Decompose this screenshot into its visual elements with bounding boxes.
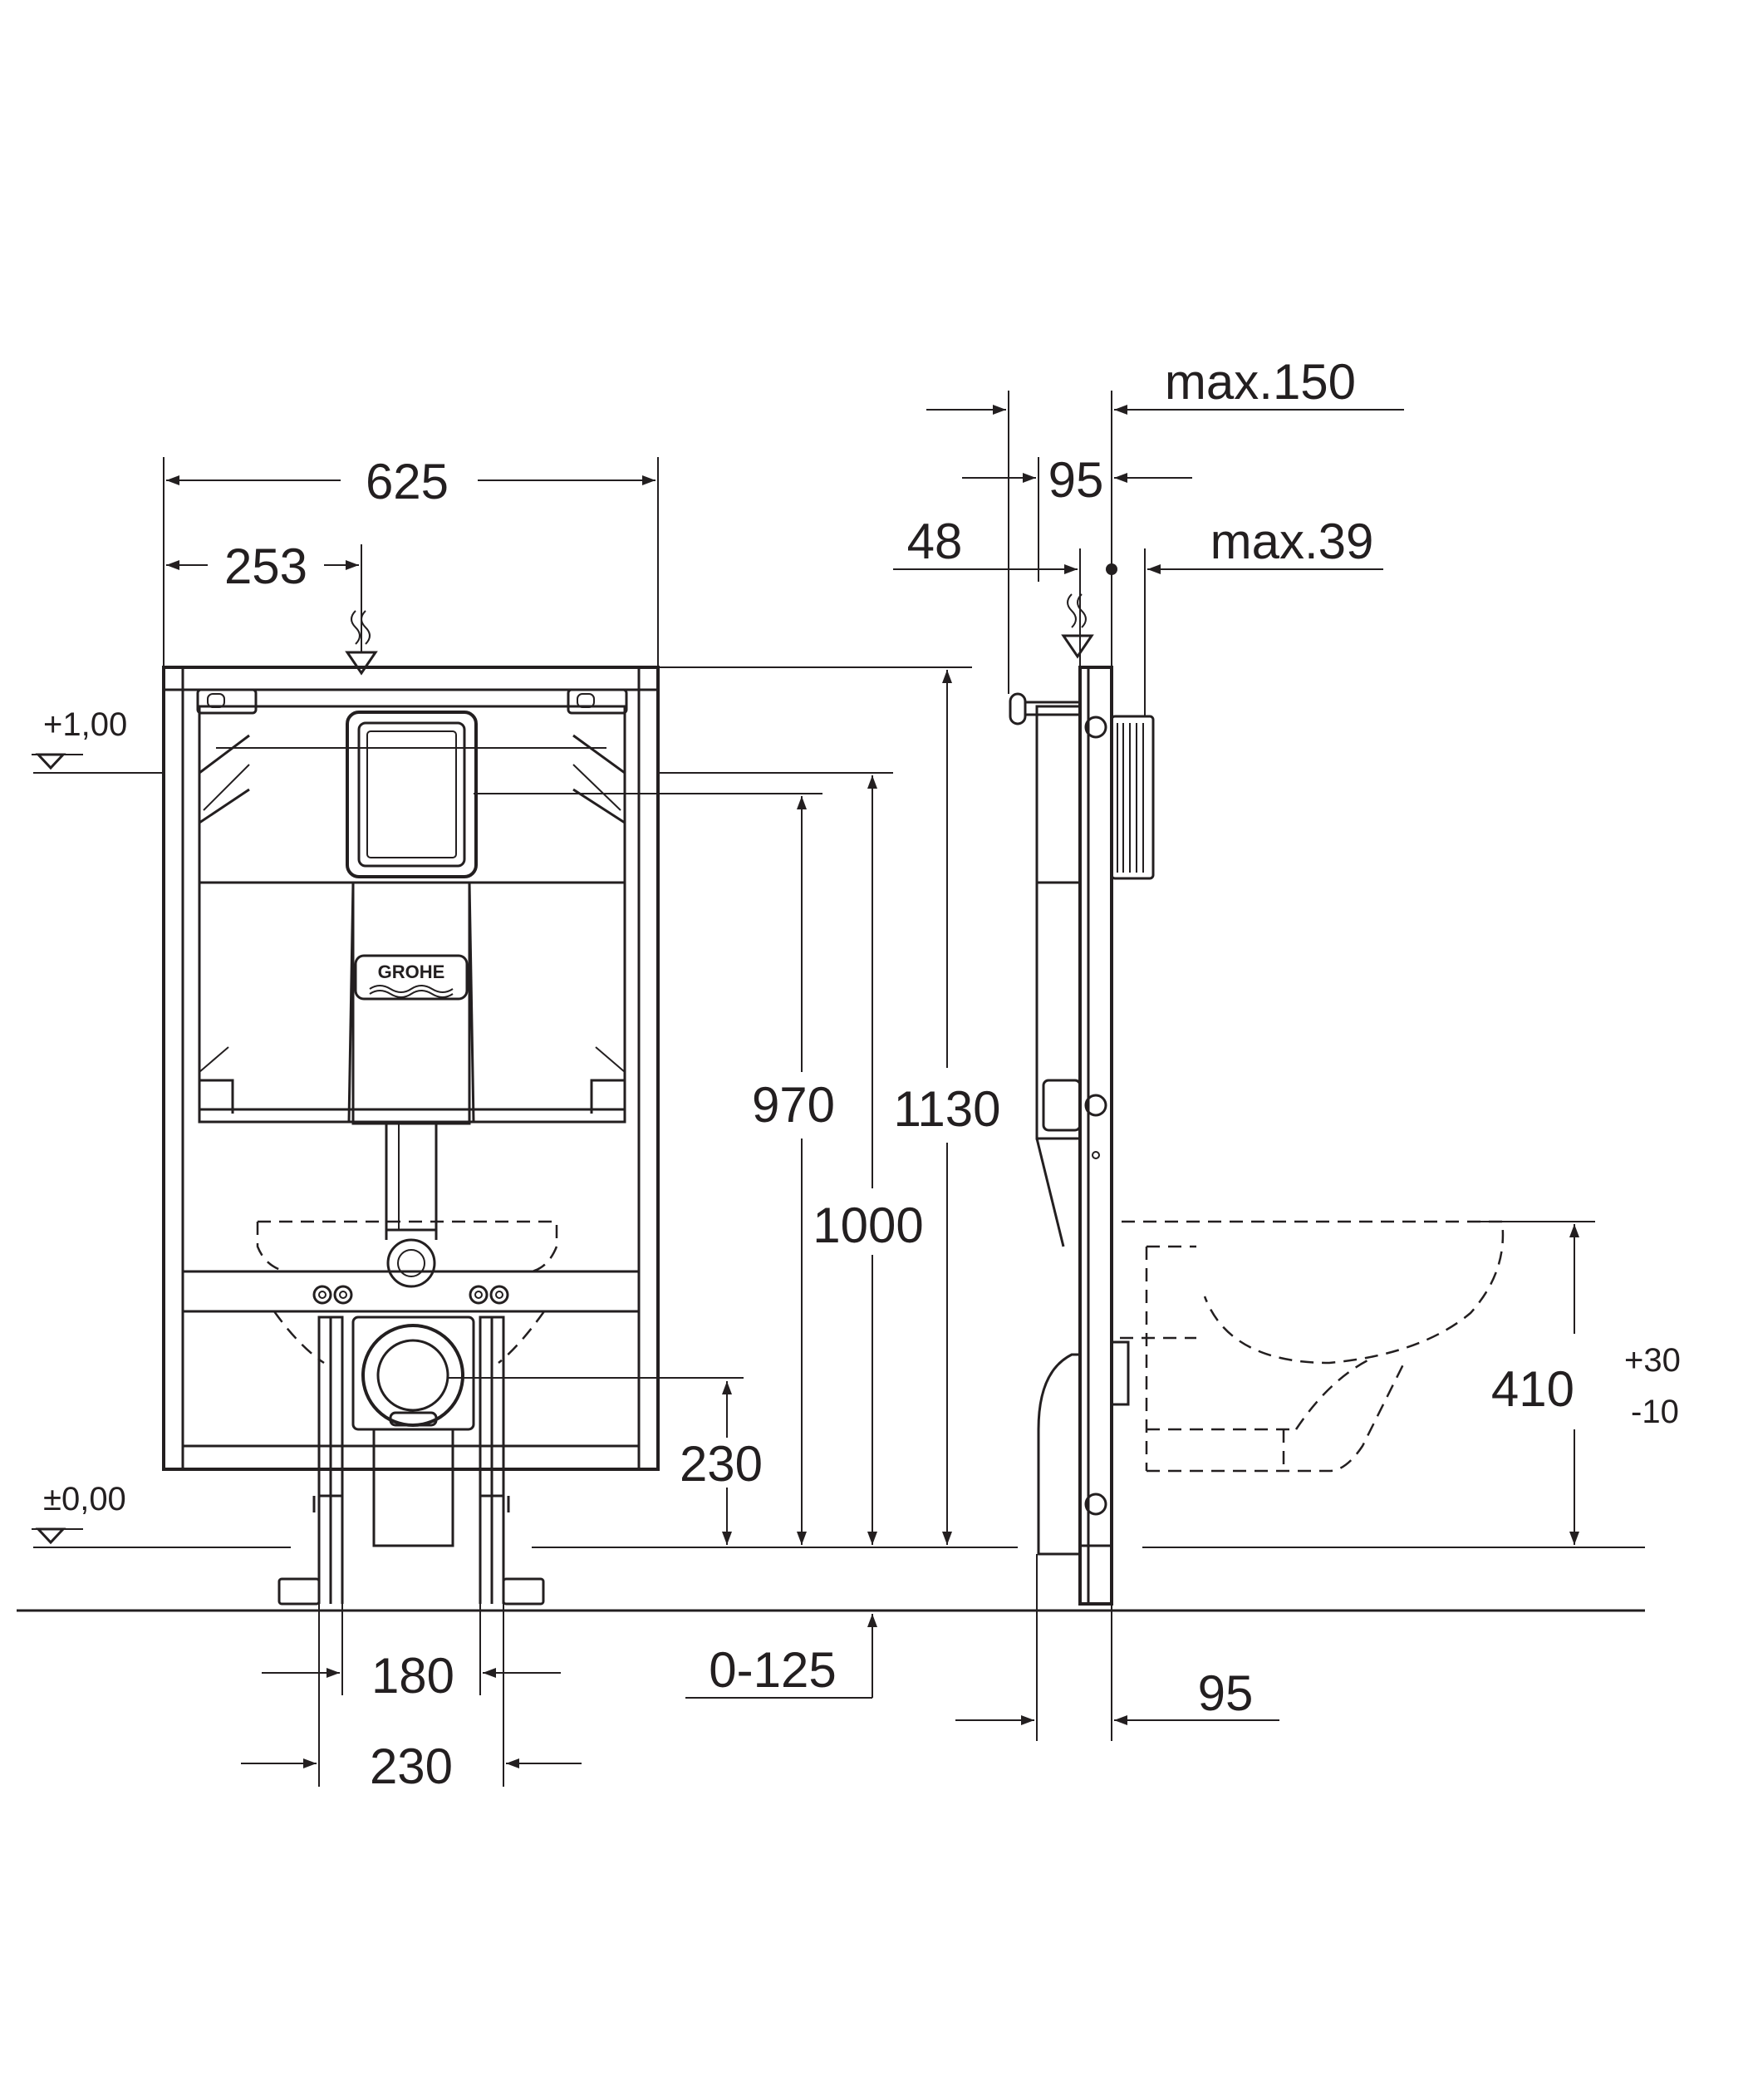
dim-95-bottom: 95 <box>1198 1665 1254 1721</box>
dim-253: 253 <box>224 539 307 594</box>
level-marker-upper: +1,00 <box>32 706 127 770</box>
dim-180: 180 <box>371 1648 454 1704</box>
dim-95-top: 95 <box>1048 452 1104 508</box>
dim-max150: max.150 <box>1165 354 1356 410</box>
logo-badge <box>354 954 469 1001</box>
dim-0-125: 0-125 <box>709 1642 836 1698</box>
drain-symbol-side <box>1061 593 1094 659</box>
side-view <box>1009 666 1505 1606</box>
level-floor-label: ±0,00 <box>43 1481 126 1517</box>
dim-230-feet: 230 <box>370 1739 453 1794</box>
dim-970: 970 <box>752 1077 835 1133</box>
level-upper-label: +1,00 <box>43 706 127 743</box>
dim-410-tol-plus: +30 <box>1624 1342 1681 1379</box>
dim-410-tol-minus: -10 <box>1631 1394 1679 1430</box>
logo-text: GROHE <box>378 961 445 982</box>
dim-48: 48 <box>907 514 963 569</box>
level-marker-floor: ±0,00 <box>32 1481 126 1545</box>
dim-max39: max.39 <box>1210 514 1374 569</box>
front-view: GROHE <box>162 666 660 1606</box>
dim-625: 625 <box>366 454 449 509</box>
dim-1000: 1000 <box>813 1198 923 1253</box>
dim-1130: 1130 <box>893 1081 1000 1137</box>
dim-230-outlet: 230 <box>680 1436 763 1492</box>
dim-410: 410 <box>1491 1361 1574 1417</box>
